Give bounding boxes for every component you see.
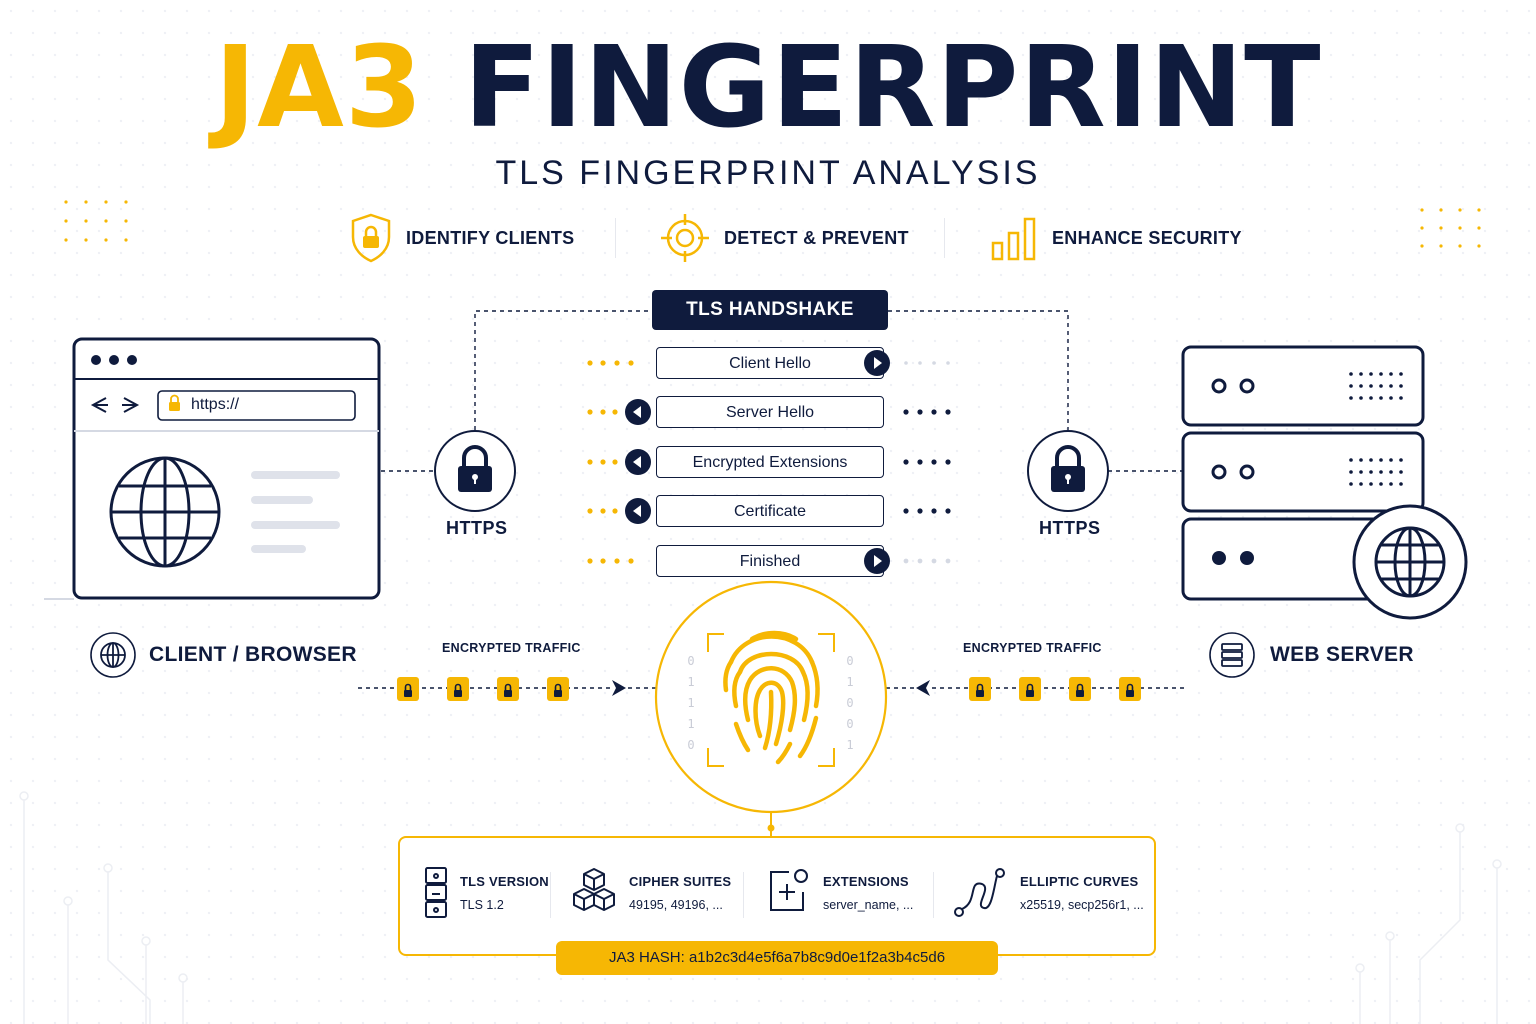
feature-detect-prevent: DETECT & PREVENT bbox=[660, 212, 909, 264]
binary-digit: 1 bbox=[687, 717, 695, 731]
server-globe-icon bbox=[1374, 526, 1446, 598]
handshake-message: Encrypted Extensions bbox=[656, 446, 884, 478]
ja3-fields-box: TLS VERSION TLS 1.2 CIPHER SUITES 49195,… bbox=[398, 836, 1156, 956]
client-browser-label: CLIENT / BROWSER bbox=[149, 643, 357, 666]
arrow-left-icon bbox=[625, 498, 651, 524]
binary-digit: 1 bbox=[846, 738, 854, 752]
server-rack-icon bbox=[425, 867, 447, 918]
page-title: JA3 FINGERPRINT bbox=[0, 28, 1536, 148]
shield-lock-icon bbox=[351, 213, 391, 263]
bar-chart-icon bbox=[991, 217, 1036, 261]
page-subtitle: TLS FINGERPRINT ANALYSIS bbox=[495, 154, 1041, 192]
field-value: TLS 1.2 bbox=[460, 898, 504, 912]
web-server-label: WEB SERVER bbox=[1270, 643, 1414, 666]
field-cipher-suites: CIPHER SUITES 49195, 49196, ... bbox=[571, 866, 731, 914]
field-divider bbox=[743, 872, 744, 918]
binary-digit: 0 bbox=[846, 654, 854, 668]
client-globe-badge bbox=[90, 632, 136, 678]
field-name: EXTENSIONS bbox=[823, 874, 909, 889]
field-divider bbox=[933, 872, 934, 918]
field-divider bbox=[550, 872, 551, 918]
feature-divider bbox=[615, 218, 616, 258]
packet-lock-icon bbox=[1119, 677, 1141, 701]
packet-lock-icon bbox=[1019, 677, 1041, 701]
handshake-message: Client Hello bbox=[656, 347, 884, 379]
arrow-right-icon bbox=[864, 548, 890, 574]
globe-icon bbox=[109, 456, 221, 568]
field-tls-version: TLS VERSION TLS 1.2 bbox=[424, 866, 549, 920]
feature-label: IDENTIFY CLIENTS bbox=[406, 227, 575, 248]
handshake-message: Finished bbox=[656, 545, 884, 577]
handshake-message: Server Hello bbox=[656, 396, 884, 428]
feature-label: ENHANCE SECURITY bbox=[1052, 227, 1242, 248]
left-encrypted-traffic-label: ENCRYPTED TRAFFIC bbox=[442, 641, 581, 655]
packet-lock-icon bbox=[397, 677, 419, 701]
binary-digit: 1 bbox=[687, 696, 695, 710]
fingerprint-scanner bbox=[654, 580, 888, 814]
binary-digit: 0 bbox=[846, 717, 854, 731]
field-name: ELLIPTIC CURVES bbox=[1020, 874, 1139, 889]
feature-divider bbox=[944, 218, 945, 258]
packet-lock-icon bbox=[547, 677, 569, 701]
client-https-lock bbox=[434, 430, 516, 512]
binary-digit: 0 bbox=[687, 738, 695, 752]
arrow-left-icon bbox=[625, 399, 651, 425]
ja3-hash-bar: JA3 HASH: a1b2c3d4e5f6a7b8c9d0e1f2a3b4c5… bbox=[556, 941, 998, 975]
client-https-label: HTTPS bbox=[446, 518, 508, 538]
field-value: server_name, ... bbox=[823, 898, 914, 912]
right-encrypted-traffic-label: ENCRYPTED TRAFFIC bbox=[963, 641, 1102, 655]
server-https-label: HTTPS bbox=[1039, 518, 1101, 538]
binary-digit: 1 bbox=[687, 675, 695, 689]
extension-plus-icon bbox=[770, 869, 808, 911]
field-name: TLS VERSION bbox=[460, 874, 549, 889]
packet-lock-icon bbox=[447, 677, 469, 701]
field-value: 49195, 49196, ... bbox=[629, 898, 723, 912]
binary-digit: 0 bbox=[846, 696, 854, 710]
browser-window bbox=[44, 337, 381, 600]
fingerprint-icon bbox=[723, 630, 820, 765]
packet-lock-icon bbox=[497, 677, 519, 701]
binary-digit: 1 bbox=[846, 675, 854, 689]
arrow-left-icon bbox=[625, 449, 651, 475]
server-rack bbox=[1181, 345, 1468, 620]
browser-url[interactable]: https:// bbox=[191, 396, 240, 413]
tls-handshake-title: TLS HANDSHAKE bbox=[652, 290, 888, 330]
handshake-side-dots bbox=[587, 360, 951, 564]
cubes-icon bbox=[573, 868, 615, 911]
field-elliptic-curves: ELLIPTIC CURVES x25519, secp256r1, ... bbox=[952, 866, 1144, 920]
handshake-message: Certificate bbox=[656, 495, 884, 527]
title-ja3: JA3 bbox=[214, 23, 424, 153]
field-extensions: EXTENSIONS server_name, ... bbox=[769, 866, 913, 914]
arrow-right-icon bbox=[864, 350, 890, 376]
feature-enhance-security: ENHANCE SECURITY bbox=[990, 212, 1242, 264]
field-name: CIPHER SUITES bbox=[629, 874, 732, 889]
server-badge-icon bbox=[1209, 632, 1255, 678]
title-fingerprint: FINGERPRINT bbox=[463, 23, 1322, 153]
feature-label: DETECT & PREVENT bbox=[724, 227, 909, 248]
encrypted-packets bbox=[397, 677, 1141, 701]
field-value: x25519, secp256r1, ... bbox=[1020, 898, 1144, 912]
handshake-connector bbox=[474, 310, 1069, 430]
packet-lock-icon bbox=[969, 677, 991, 701]
binary-digit: 0 bbox=[687, 654, 695, 668]
feature-identify-clients: IDENTIFY CLIENTS bbox=[350, 212, 574, 264]
packet-lock-icon bbox=[1069, 677, 1091, 701]
crosshair-icon bbox=[661, 214, 709, 262]
curve-icon bbox=[954, 868, 1005, 917]
server-https-lock bbox=[1027, 430, 1109, 512]
